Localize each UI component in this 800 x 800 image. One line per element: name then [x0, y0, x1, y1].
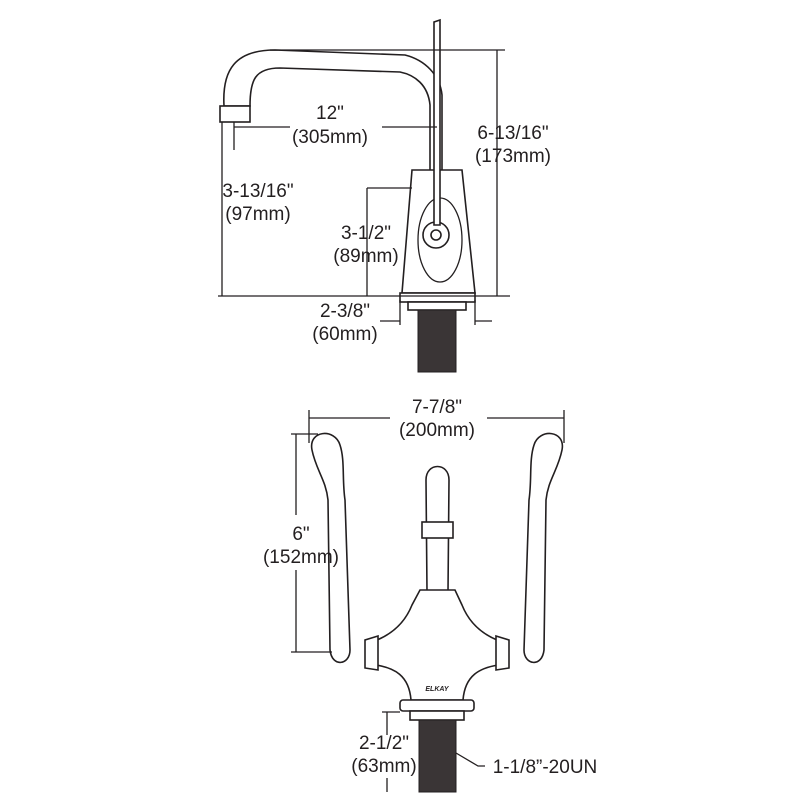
reach-imperial: 12"	[316, 103, 344, 124]
elkay-logo: ELKAY	[425, 686, 450, 693]
hub-screw	[430, 229, 442, 241]
left-wrist-blade-handle	[310, 432, 351, 664]
handle-length-imperial: 6"	[292, 524, 309, 545]
right-valve-hub	[495, 634, 510, 671]
handle-length-metric: (152mm)	[263, 547, 339, 568]
spread-imperial: 7-7/8"	[412, 397, 462, 418]
base-flange	[399, 292, 476, 303]
left-valve-hub	[364, 634, 379, 671]
handle-height-metric: (89mm)	[333, 246, 398, 267]
reach-metric: (305mm)	[292, 127, 368, 148]
shank	[417, 309, 457, 373]
aerator	[219, 105, 251, 123]
spout-height-metric: (97mm)	[225, 204, 290, 225]
locknut	[407, 301, 467, 311]
spout-ring	[421, 521, 454, 539]
base-width-imperial: 2-3/8"	[320, 301, 370, 322]
front-view: ELKAY 7-7/8" (200mm) 6" (152mm) 2-1/2" (…	[263, 397, 598, 793]
spread-metric: (200mm)	[399, 420, 475, 441]
overall-height-imperial: 6-13/16"	[477, 123, 548, 144]
handle-height-imperial: 3-1/2"	[341, 223, 391, 244]
base-width-metric: (60mm)	[312, 324, 377, 345]
locknut	[409, 710, 465, 721]
shank-length-imperial: 2-1/2"	[359, 733, 409, 754]
shank	[418, 719, 457, 793]
thread-spec: 1-1/8”-20UN	[493, 757, 598, 778]
side-view: 12" (305mm) 6-13/16" (173mm) 3-13/16" (9…	[218, 18, 551, 373]
lever-handle	[433, 18, 441, 226]
thread-leader-line	[455, 752, 485, 767]
base-flange	[399, 699, 475, 712]
right-wrist-blade-handle	[523, 432, 564, 664]
faucet-body	[375, 589, 499, 701]
overall-height-metric: (173mm)	[475, 146, 551, 167]
shank-length-metric: (63mm)	[351, 756, 416, 777]
spout-height-imperial: 3-13/16"	[222, 181, 293, 202]
